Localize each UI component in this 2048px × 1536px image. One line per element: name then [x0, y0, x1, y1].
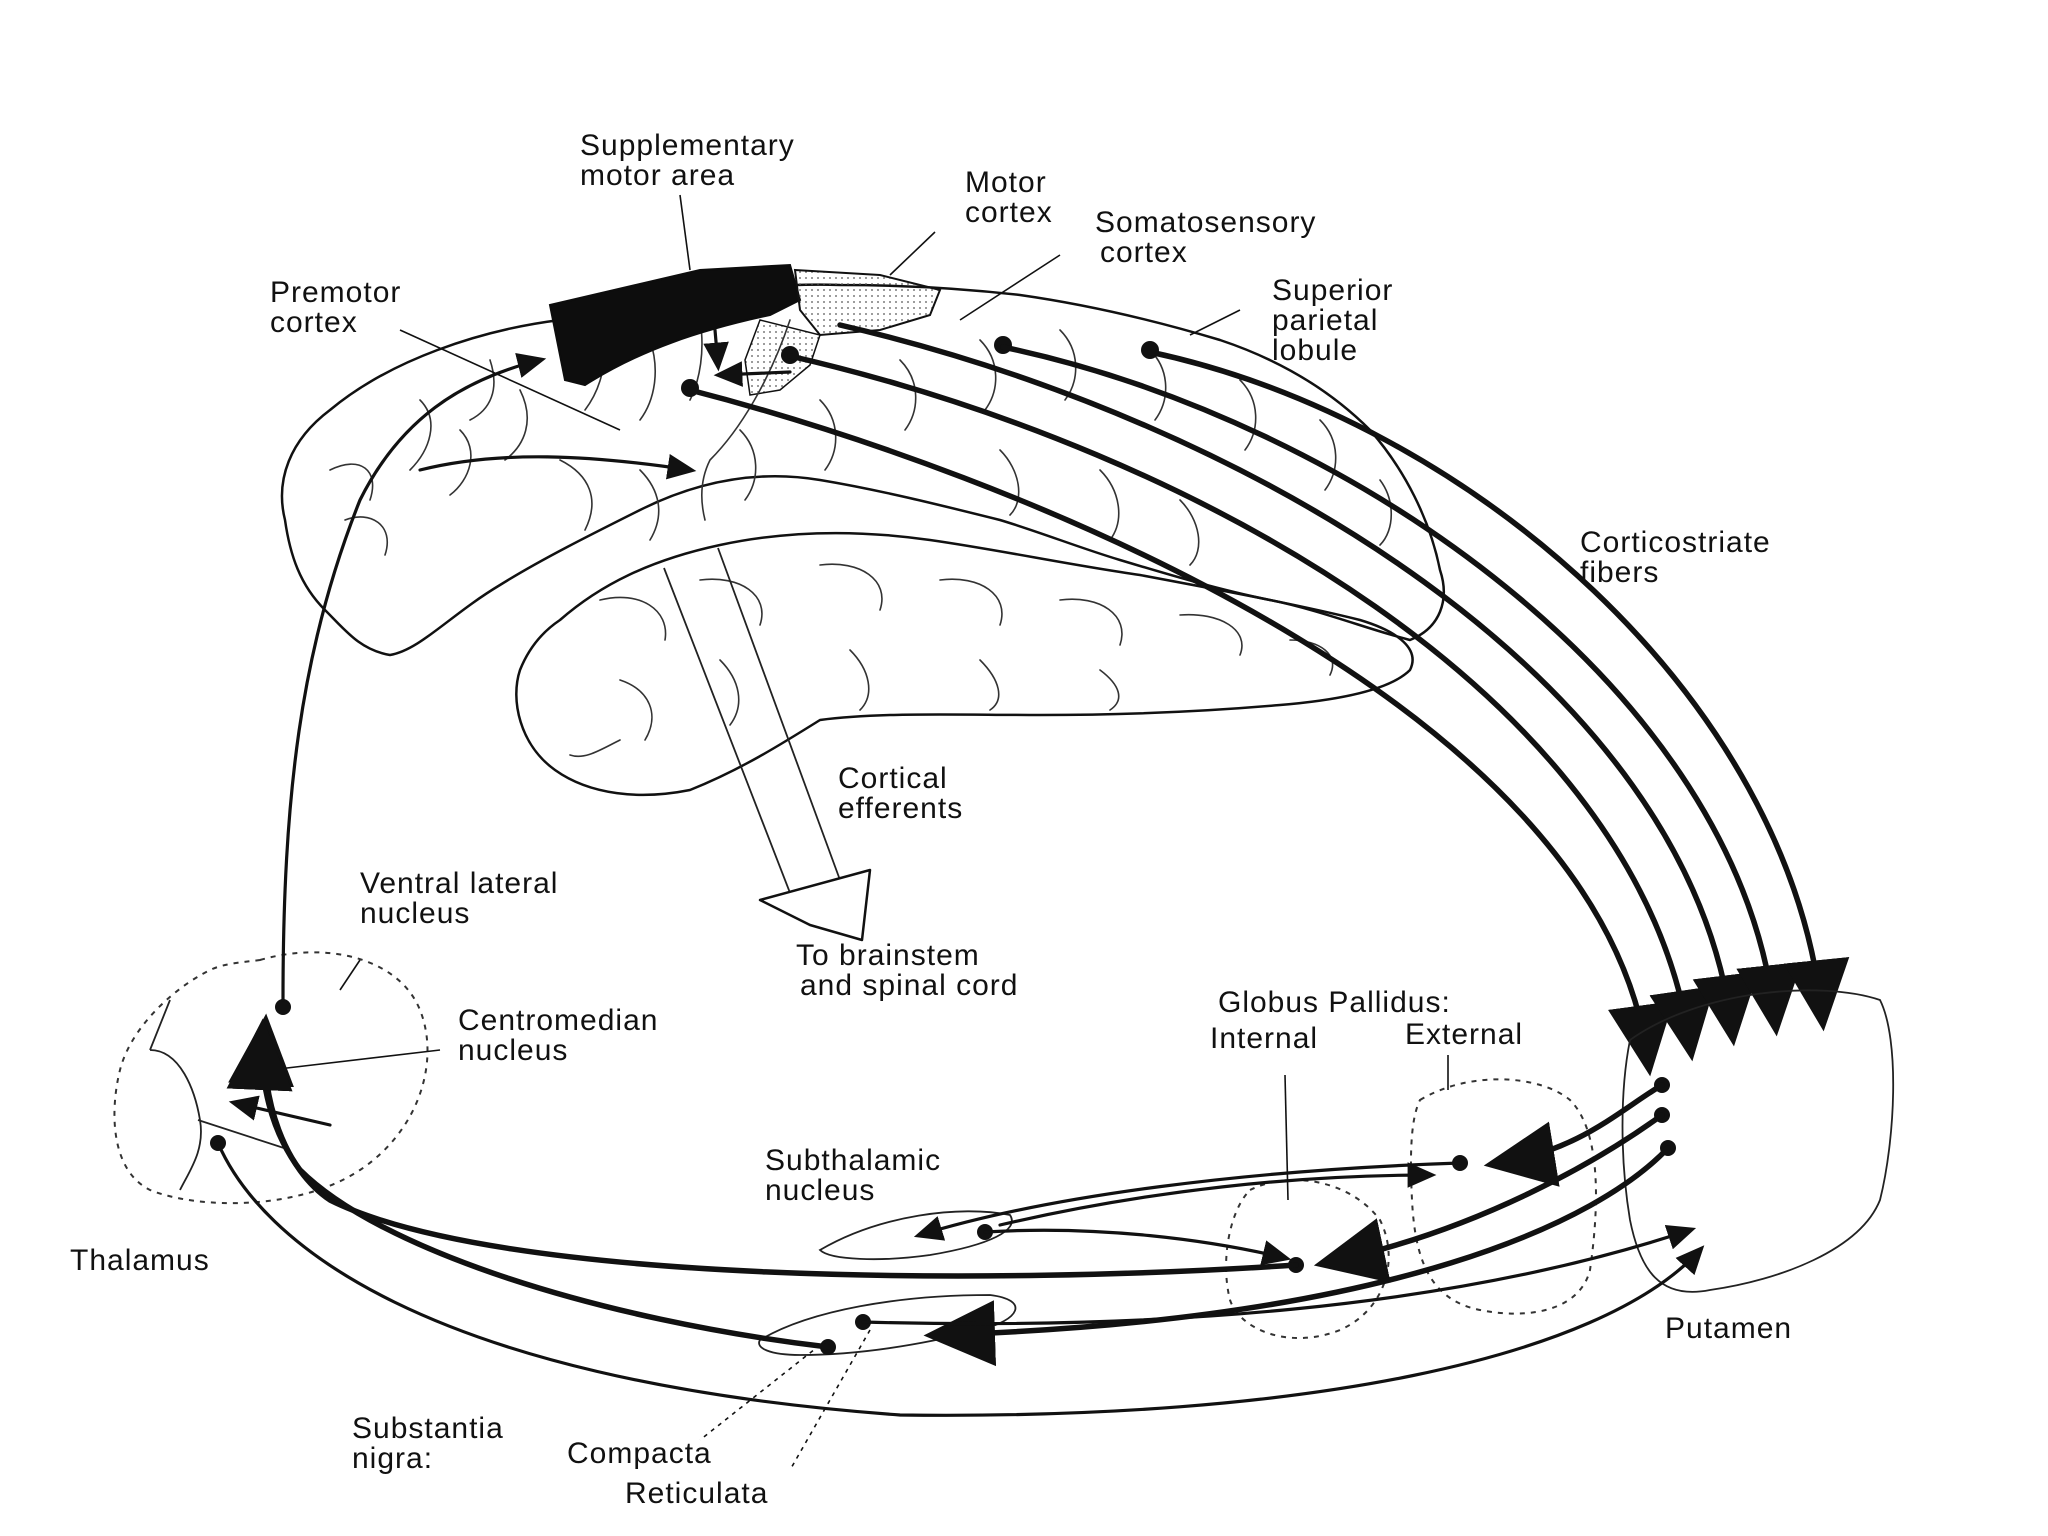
label-substantia-nigra-2: nigra: [352, 1442, 433, 1475]
label-somatosensory-2: cortex [1100, 236, 1188, 269]
thalamocortical-fiber [281, 353, 547, 1002]
label-subthalamic-1: Subthalamic [765, 1144, 941, 1177]
central-sulcus [700, 319, 791, 521]
label-corticostriate-2: fibers [1580, 556, 1659, 589]
cortex-arrow-down [703, 328, 729, 372]
diagram-labels: Supplementary motor area Motor cortex So… [70, 129, 1792, 1510]
label-premotor-2: cortex [270, 306, 358, 339]
corticostriate-fiber-3 [837, 322, 1759, 1047]
label-compacta: Compacta [567, 1437, 712, 1470]
compacta-to-putamen-fiber [861, 1224, 1697, 1326]
centromedian-leader [269, 1049, 441, 1071]
gpe-to-subthalamic-fiber [913, 1161, 1462, 1241]
label-internal: Internal [1210, 1022, 1318, 1055]
label-reticulata: Reticulata [625, 1477, 768, 1510]
corticostriate-fiber-4 [1000, 344, 1802, 1037]
label-cortical-efferents-1: Cortical [838, 762, 948, 795]
corticostriate-fiber-1 [687, 387, 1674, 1077]
label-ventral-lateral-2: nucleus [360, 897, 470, 930]
basal-nuclei [1225, 989, 1895, 1339]
label-cortical-efferents-2: efferents [838, 792, 963, 825]
label-motor-cortex-1: Motor [965, 166, 1047, 199]
compacta-leader [699, 1344, 821, 1441]
putamen-outline [1621, 989, 1895, 1293]
globus-pallidus-external-outline [1409, 1078, 1597, 1315]
label-motor-cortex-2: cortex [965, 196, 1053, 229]
label-somatosensory-1: Somatosensory [1095, 206, 1316, 239]
substantia-nigra-structure [699, 1294, 1017, 1471]
label-to-brainstem-2: and spinal cord [800, 969, 1018, 1002]
ventral-lateral-leader [339, 959, 361, 991]
label-superior-parietal-1: Superior [1272, 274, 1393, 307]
putamen-to-snr-fiber [923, 1145, 1671, 1367]
label-superior-parietal-3: lobule [1272, 334, 1358, 367]
corticostriate-fiber-2 [787, 353, 1715, 1062]
subthalamic-to-gpi-fiber [983, 1228, 1292, 1266]
centromedian-to-putamen-fiber [216, 1141, 1705, 1417]
label-subthalamic-2: nucleus [765, 1174, 875, 1207]
corticostriate-fibers [681, 322, 1850, 1077]
brain-illustration [280, 263, 1445, 797]
premotor-input-arrow [418, 454, 697, 480]
supplementary-motor-area-region [548, 263, 802, 387]
ventral-lateral-dot [275, 999, 291, 1015]
thalamic-internal-fiber [228, 1095, 332, 1127]
subcortical-loop-fibers [216, 1013, 1705, 1417]
putamen-to-gpi-fiber [1313, 1112, 1665, 1283]
motor-cortex-region [793, 268, 942, 337]
cortex-arrow-horizontal [713, 361, 792, 387]
label-external: External [1405, 1018, 1523, 1051]
corticostriate-fiber-5 [1147, 349, 1850, 1032]
label-centromedian-1: Centromedian [458, 1004, 658, 1037]
cortical-efferents-arrow [663, 547, 872, 942]
label-supplementary-motor-area-1: Supplementary [580, 129, 795, 162]
label-centromedian-2: nucleus [458, 1034, 568, 1067]
label-supplementary-motor-area-2: motor area [580, 159, 735, 192]
thalamus-outline [113, 951, 429, 1205]
gyrus-lines [329, 319, 1392, 758]
label-superior-parietal-2: parietal [1272, 304, 1378, 337]
label-ventral-lateral-1: Ventral lateral [360, 867, 558, 900]
label-premotor-1: Premotor [270, 276, 401, 309]
temporal-lobe-outline [515, 531, 1414, 797]
label-putamen: Putamen [1665, 1312, 1792, 1345]
label-corticostriate-1: Corticostriate [1580, 526, 1771, 559]
nigro-thalamic-fiber [226, 1018, 831, 1350]
subthalamic-outline [818, 1210, 1013, 1261]
label-leaders [399, 194, 1241, 431]
label-thalamus: Thalamus [70, 1244, 210, 1277]
label-globus-pallidus: Globus Pallidus: [1218, 986, 1451, 1019]
subthalamic-to-gpe-fiber [998, 1162, 1437, 1227]
thalamus-inner-division [149, 999, 291, 1191]
label-substantia-nigra-1: Substantia [352, 1412, 504, 1445]
thalamus-structure [113, 951, 441, 1205]
label-to-brainstem-1: To brainstem [796, 939, 980, 972]
putamen-to-gpe-fiber [1483, 1082, 1665, 1187]
